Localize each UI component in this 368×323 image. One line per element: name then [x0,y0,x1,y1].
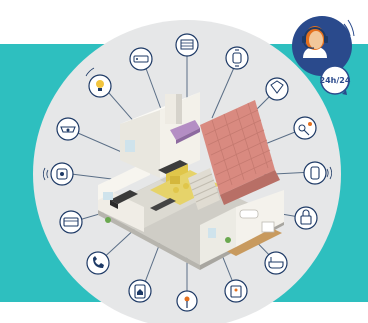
smoke-detector-icon[interactable] [43,162,74,186]
support-badge: 24h/24 [292,16,355,95]
tablet-home-icon[interactable] [128,279,152,303]
door-contact-icon[interactable] [293,116,317,140]
smartphone-icon[interactable] [224,279,248,303]
appliance-icon[interactable] [59,210,83,234]
surveillance-camera-icon[interactable] [56,117,80,141]
keypad-icon[interactable] [176,290,198,312]
remote-control-icon[interactable] [303,161,332,185]
window-blind-icon[interactable] [175,33,199,57]
light-bulb-icon[interactable] [85,67,112,98]
phone-icon[interactable] [86,251,110,275]
smartwatch-icon[interactable] [225,46,249,70]
motion-sensor-icon[interactable] [129,47,153,71]
bathtub-icon[interactable] [264,251,288,275]
isometric-house [98,92,284,270]
support-24h-label: 24h/24 [320,76,351,85]
headset-operator-icon [302,26,328,58]
lock-icon[interactable] [294,206,318,230]
water-leak-icon[interactable] [265,77,289,101]
